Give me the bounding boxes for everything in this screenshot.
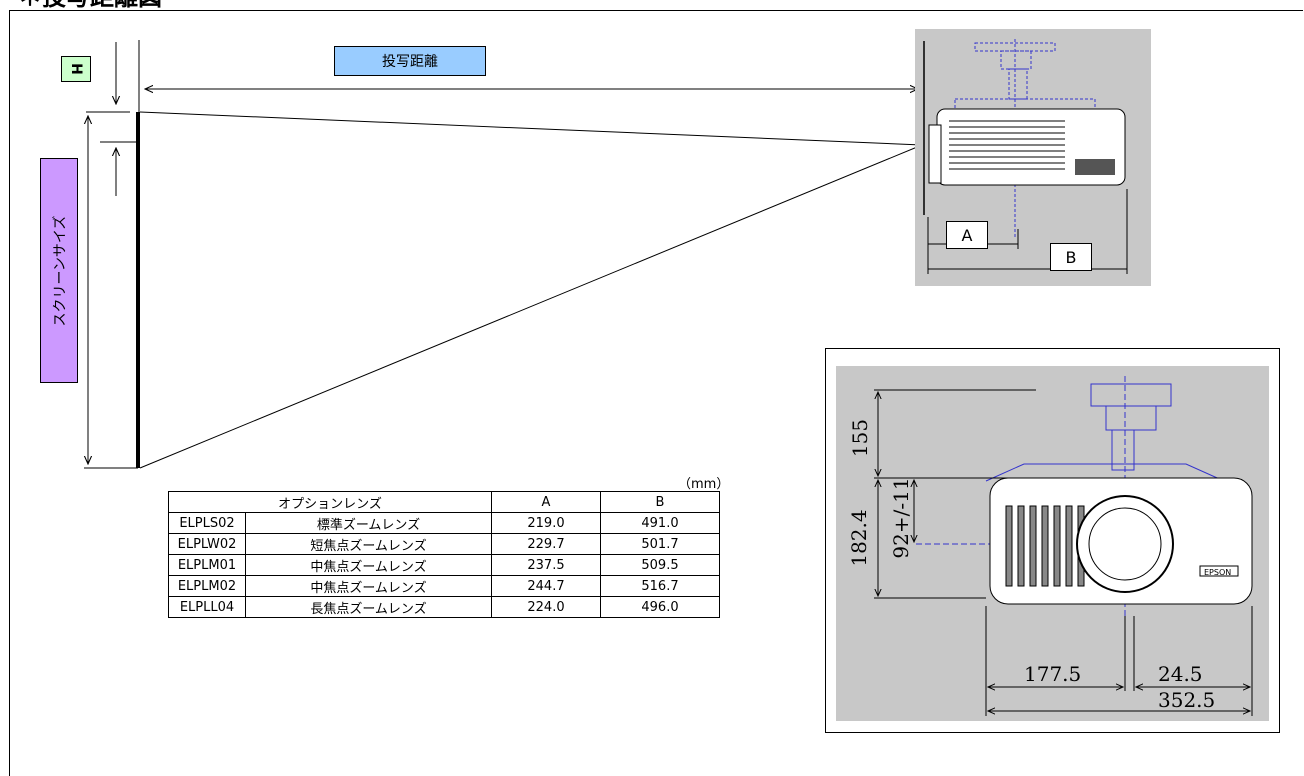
lens-b: 496.0 <box>600 596 720 618</box>
h-label-text: H <box>68 63 84 75</box>
lens-model: ELPLL04 <box>168 596 246 618</box>
screen-bar <box>136 112 140 468</box>
lens-b: 516.7 <box>600 575 720 597</box>
drawing-frame <box>9 10 1303 776</box>
table-row: ELPLS02 標準ズームレンズ 219.0 491.0 <box>168 512 720 534</box>
dim-352-5: 352.5 <box>1158 688 1216 712</box>
lens-table: オプションレンズ A B ELPLS02 標準ズームレンズ 219.0 491.… <box>168 491 720 618</box>
header-option-lens: オプションレンズ <box>168 491 492 513</box>
lens-b: 509.5 <box>600 554 720 576</box>
screen-size-label: スクリーンサイズ <box>40 158 78 383</box>
table-row: ELPLL04 長焦点ズームレンズ 224.0 496.0 <box>168 596 720 618</box>
beam-bottom <box>139 144 923 469</box>
dim-182-4: 182.4 <box>847 509 871 567</box>
lens-name: 中焦点ズームレンズ <box>245 575 492 597</box>
table-row: ELPLM02 中焦点ズームレンズ 244.7 516.7 <box>168 575 720 597</box>
lens-b: 501.7 <box>600 533 720 555</box>
header-a: A <box>491 491 601 513</box>
lens-name: 長焦点ズームレンズ <box>245 596 492 618</box>
lens-a: 224.0 <box>491 596 601 618</box>
lens-model: ELPLM01 <box>168 554 246 576</box>
lens-a: 219.0 <box>491 512 601 534</box>
table-row: ELPLW02 短焦点ズームレンズ 229.7 501.7 <box>168 533 720 555</box>
header-b: B <box>600 491 720 513</box>
lens-a: 229.7 <box>491 533 601 555</box>
lens-b: 491.0 <box>600 512 720 534</box>
distance-label: 投写距離 <box>334 46 486 76</box>
screen-size-label-text: スクリーンサイズ <box>52 215 69 326</box>
epson-logo: EPSON <box>1204 568 1231 577</box>
side-view-projector-drawing <box>923 39 1128 274</box>
side-view-panel <box>915 29 1151 286</box>
table-header-row: オプションレンズ A B <box>168 491 720 513</box>
front-view-projector-drawing: EPSON <box>874 376 1253 716</box>
lens-name: 標準ズームレンズ <box>245 512 492 534</box>
lens-a: 237.5 <box>491 554 601 576</box>
page-title: ＊投写距離図 <box>18 0 162 10</box>
lens-name: 中焦点ズームレンズ <box>245 554 492 576</box>
lens-model: ELPLM02 <box>168 575 246 597</box>
dim-24-5: 24.5 <box>1158 662 1203 686</box>
front-view-panel: EPSON 155 182.4 92+/-11 177.5 24.5 <box>836 366 1269 721</box>
dim-92: 92+/-11 <box>889 477 913 559</box>
lens-model: ELPLS02 <box>168 512 246 534</box>
a-label: A <box>946 221 988 249</box>
table-row: ELPLM01 中焦点ズームレンズ 237.5 509.5 <box>168 554 720 576</box>
lens-name: 短焦点ズームレンズ <box>245 533 492 555</box>
front-view-box: EPSON 155 182.4 92+/-11 177.5 24.5 <box>825 348 1280 733</box>
b-label: B <box>1050 243 1092 271</box>
unit-label: （mm） <box>678 477 730 492</box>
dim-155: 155 <box>848 418 872 458</box>
lens-model: ELPLW02 <box>168 533 246 555</box>
beam-top <box>139 111 923 146</box>
dim-177-5: 177.5 <box>1024 662 1082 686</box>
h-label: H <box>61 56 91 82</box>
lens-a: 244.7 <box>491 575 601 597</box>
